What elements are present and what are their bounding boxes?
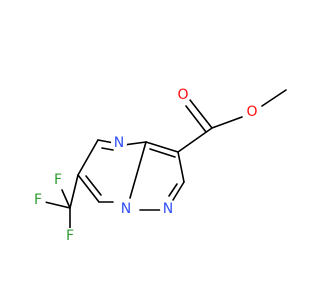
bond-ccarbonyl-oester [211, 116, 243, 129]
bond-c4a-c3 [145, 141, 179, 153]
bond-n4-c5-inner [101, 147, 114, 151]
bond-c2-n1 [172, 181, 185, 201]
bond-c2-n1-inner [168, 183, 178, 197]
bond-c6-ccf3 [69, 174, 79, 209]
bond-oester-ch3 [261, 89, 287, 107]
bond-c5-c6 [77, 139, 99, 176]
atom-n7-label: N [121, 201, 131, 217]
bond-c6-c7 [77, 174, 100, 203]
bond-c4a-c3-inner [149, 148, 176, 158]
bond-ccarbonyl-o [189, 99, 213, 129]
bond-c3-c2 [177, 151, 185, 183]
bond-ccarbonyl-o-inner [185, 105, 207, 133]
atom-o-ester-label: O [246, 104, 257, 120]
atom-n4-label: N [114, 135, 124, 151]
bond-ccf3-fleft [44, 201, 71, 209]
atom-f-top-label: F [54, 172, 62, 188]
molecule-svg: N N N O O F F F [33, 87, 287, 244]
atom-n1-label: N [163, 201, 173, 217]
bond-c6-c7-inner [85, 175, 102, 196]
bond-n4-c4a [123, 141, 147, 146]
molecule-diagram: N N N O O F F F [33, 87, 287, 244]
bond-n7a-c4a [129, 141, 147, 199]
bond-c3-ccarbonyl [177, 127, 213, 153]
atom-f-left-label: F [34, 192, 42, 208]
bond-ccf3-ftop [61, 189, 71, 209]
atom-f-bottom-label: F [66, 228, 74, 244]
atom-o-carbonyl-label: O [177, 87, 188, 103]
